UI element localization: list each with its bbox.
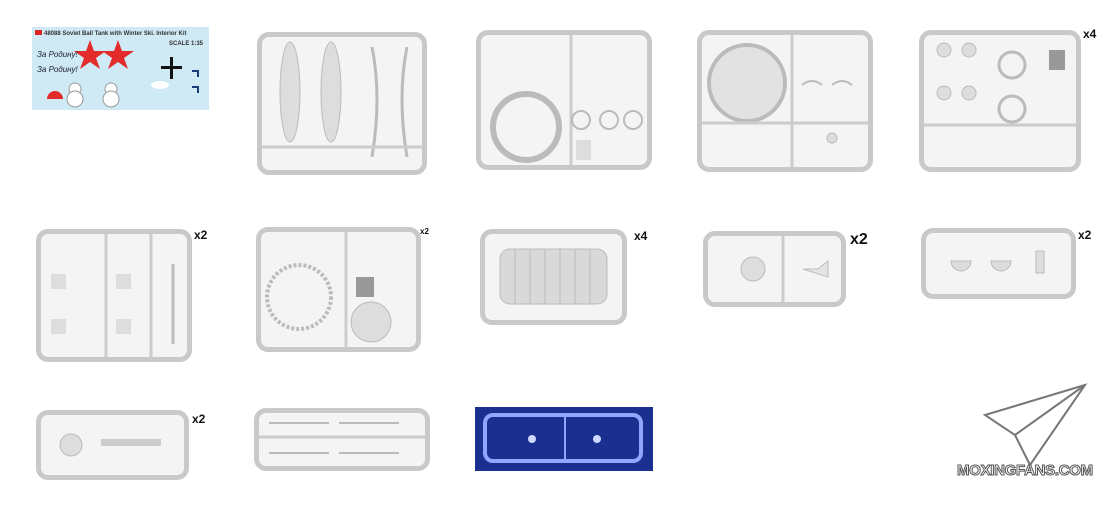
- sprue-rods-parts: [259, 422, 425, 454]
- watermark-text: MOXINGFANS.COM: [957, 462, 1094, 480]
- svg-text:За Родину!: За Родину!: [37, 65, 79, 74]
- sprue-gun: [36, 410, 189, 480]
- sprue-domes-parts: [950, 250, 1045, 274]
- sprue-interior-a-parts: [51, 234, 175, 357]
- sprue-domes: [921, 228, 1076, 299]
- clear-sprue-frame: [483, 413, 643, 463]
- sprue-hatch-parts: [702, 35, 868, 167]
- sprue-gun-parts: [59, 433, 161, 457]
- multiplier-x2-row2-b: x2: [420, 227, 429, 236]
- decal-title: 48088 Soviet Ball Tank with Winter Ski. …: [44, 31, 187, 37]
- multiplier-x2-row2-a: x2: [194, 228, 208, 242]
- svg-text:За Родину!: За Родину!: [37, 50, 79, 59]
- sprue-rods: [254, 408, 430, 471]
- sprue-wheels-parts: [924, 42, 1076, 127]
- sprue-wheels: [919, 30, 1081, 172]
- multiplier-x2-row3: x2: [192, 412, 206, 426]
- paper-plane-logo-icon: [982, 383, 1088, 467]
- multiplier-x4-row2: x4: [634, 229, 648, 243]
- clear-parts-sprue: [475, 407, 653, 471]
- multiplier-x2-row2-d: x2: [1078, 228, 1092, 242]
- sprue-turret-ring: [256, 227, 421, 352]
- multiplier-x4-top-right: x4: [1083, 27, 1097, 41]
- sprue-turret-ring-parts: [265, 232, 392, 347]
- sprue-roller: [480, 229, 627, 325]
- sprue-hull-ring-parts: [490, 35, 643, 165]
- multiplier-x2-row2-c: x2: [850, 231, 868, 248]
- decal-artwork: За Родину! За Родину!: [35, 30, 199, 108]
- sprue-hatch: [697, 30, 873, 172]
- clear-sprue-parts: [528, 417, 601, 461]
- decal-scale: SCALE 1:35: [168, 41, 203, 47]
- sprue-roller-parts: [499, 248, 608, 305]
- sprue-skis-parts: [262, 41, 422, 158]
- sprue-hull-ring: [476, 30, 652, 170]
- sprue-ball-joint-parts: [740, 236, 829, 302]
- sprue-interior-a: [36, 229, 192, 362]
- decal-sheet: 48088 Soviet Ball Tank with Winter Ski. …: [32, 27, 209, 110]
- sprue-ball-joint: [703, 231, 846, 307]
- sprue-skis: [257, 32, 427, 175]
